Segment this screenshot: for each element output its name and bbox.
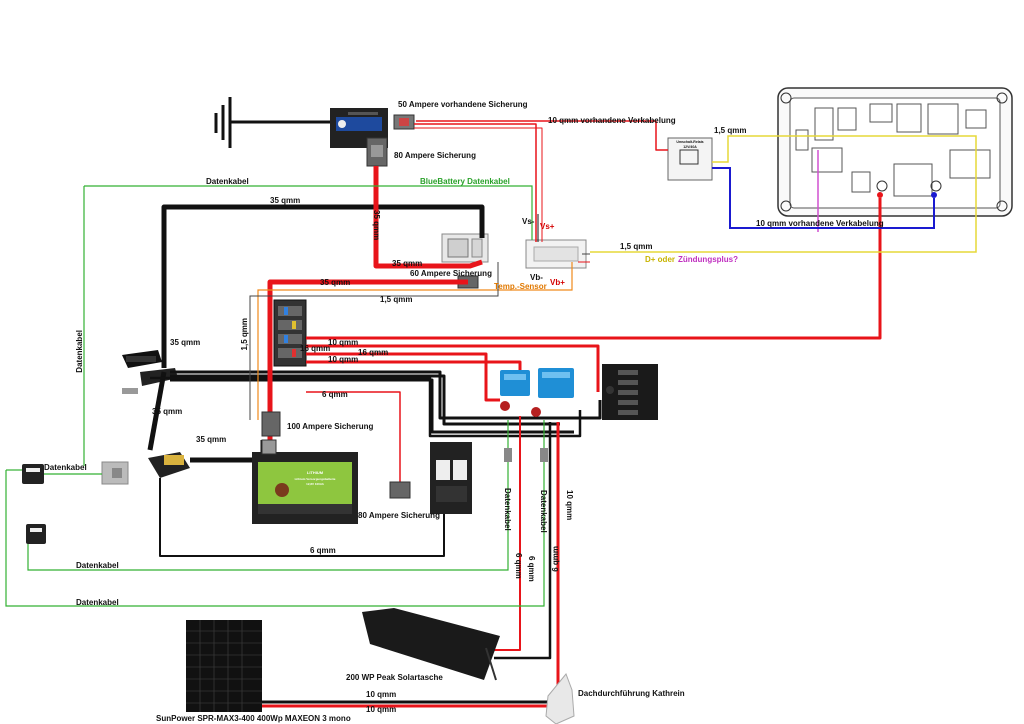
charge-booster: [525, 239, 587, 269]
label-datenkabel-shunt: Datenkabel: [44, 463, 87, 472]
label-vs-plus: Vs+: [540, 222, 555, 231]
label-ignition: Zündungsplus?: [678, 255, 738, 264]
label-datenkabel-bottom2: Datenkabel: [76, 598, 119, 607]
label-q15-mid: 1,5 qmm: [620, 242, 652, 251]
label-temp-sensor: Temp.-Sensor: [494, 282, 547, 291]
mppt-controller-2: [531, 368, 574, 417]
label-q35-b: 35 qmm: [320, 278, 350, 287]
fuse-100a: [261, 411, 281, 437]
label-q6-a: 6 qmm: [322, 390, 348, 399]
label-q6-e: 6 qmm: [551, 546, 560, 572]
d-plus-wire: [590, 135, 977, 253]
switching-relay: Umschalt-Relais 12V/40A: [667, 137, 713, 181]
labels: 50 Ampere vorhandene Sicherung 80 Ampere…: [44, 100, 884, 723]
fuse-distributor: [273, 299, 307, 367]
label-q15-top: 1,5 qmm: [714, 126, 746, 135]
label-dachdurchfuehrung: Dachdurchführung Kathrein: [578, 689, 685, 698]
label-existing-10: 10 qmm vorhandene Verkabelung: [548, 116, 676, 125]
ground-symbol: [214, 97, 333, 148]
control-board: [777, 87, 1013, 217]
label-q6-b: 6 qmm: [310, 546, 336, 555]
label-q16: 16 qmm: [300, 344, 330, 353]
dc-dc-device: [430, 442, 472, 514]
label-q15-b: 1,5 qmm: [380, 295, 412, 304]
label-q10-c: 10 qmm: [565, 490, 574, 520]
data-cables: [5, 185, 545, 607]
label-q10-a: 10 qmm: [328, 338, 358, 347]
label-q35-charger: 35 qmm: [392, 259, 422, 268]
starter-battery: [330, 108, 388, 148]
blue-wire: [712, 167, 935, 229]
label-fuse-50: 50 Ampere vorhandene Sicherung: [398, 100, 528, 109]
temp-sensor-wire: [257, 262, 573, 420]
label-datenkabel-bottom1: Datenkabel: [76, 561, 119, 570]
battery-charger: [441, 233, 489, 263]
label-q6-d: 6 qmm: [527, 556, 536, 582]
label-fuse-80-bottom: 80 Ampere Sicherung: [358, 511, 440, 520]
label-fuse-80-top: 80 Ampere Sicherung: [394, 151, 476, 160]
battery-line2: 12,8V 100Ah: [306, 482, 324, 486]
fuse-80a-bottom: [389, 481, 411, 499]
fuse-50a: [393, 114, 415, 130]
label-vs-minus: Vs-: [522, 217, 535, 226]
thin-wires: [249, 253, 590, 420]
label-vb-plus: Vb+: [550, 278, 565, 287]
label-q15-vertical: 1,5 qmm: [240, 318, 249, 350]
label-q10-d: 10 qmm: [366, 690, 396, 699]
label-datenkabel-left: Datenkabel: [75, 330, 84, 373]
battery-line1: Lithium Versorgungsbatterie: [295, 477, 336, 481]
battery-brand: LITHIUM: [307, 470, 324, 475]
label-q6-c: 6 qmm: [514, 553, 523, 579]
bluetooth-module-1: [22, 464, 44, 484]
label-q35-vertical: 35 qmm: [372, 210, 381, 240]
label-q35-top: 35 qmm: [270, 196, 300, 205]
bluetooth-module-2: [26, 524, 46, 544]
label-solartasche: 200 WP Peak Solartasche: [346, 673, 443, 682]
fuse-80a-top: [366, 137, 388, 167]
relay-subtitle: 12V/40A: [683, 145, 697, 149]
lithium-battery: LITHIUM Lithium Versorgungsbatterie 12,8…: [252, 439, 358, 524]
mppt-bluetooth-dongles: [504, 448, 548, 462]
data-connector: [101, 461, 129, 485]
label-fuse-60: 60 Ampere Sicherung: [410, 269, 492, 278]
positive-wires: [262, 120, 882, 708]
sunpower-panel: [186, 620, 262, 712]
label-q16-b: 16 qmm: [358, 348, 388, 357]
label-sunpower: SunPower SPR-MAX3-400 400Wp MAXEON 3 mon…: [156, 714, 351, 723]
roof-feedthrough: [545, 673, 575, 724]
label-q35-d: 35 qmm: [196, 435, 226, 444]
relay-title: Umschalt-Relais: [676, 140, 703, 144]
label-existing-10-blue: 10 qmm vorhandene Verkabelung: [756, 219, 884, 228]
label-q10-e: 10 qmm: [366, 705, 396, 714]
shunt: [148, 452, 190, 478]
label-bluebattery: BlueBattery Datenkabel: [420, 177, 510, 186]
label-q35-shunt: 35 qmm: [170, 338, 200, 347]
label-fuse-100: 100 Ampere Sicherung: [287, 422, 374, 431]
battery-monitor-display: [122, 350, 162, 368]
mppt-controller-1: [500, 370, 530, 411]
label-d-plus: D+ oder: [645, 255, 675, 264]
label-q35-c: 35 qmm: [152, 407, 182, 416]
label-datenkabel-mppt1: Datenkabel: [503, 488, 512, 531]
label-q10-b: 10 qmm: [328, 355, 358, 364]
label-datenkabel-top: Datenkabel: [206, 177, 249, 186]
small-fuses: [122, 388, 138, 394]
label-vb-minus: Vb-: [530, 273, 543, 282]
switch-panel: [602, 364, 658, 420]
label-datenkabel-mppt2: Datenkabel: [539, 490, 548, 533]
solar-bag: [362, 608, 500, 681]
